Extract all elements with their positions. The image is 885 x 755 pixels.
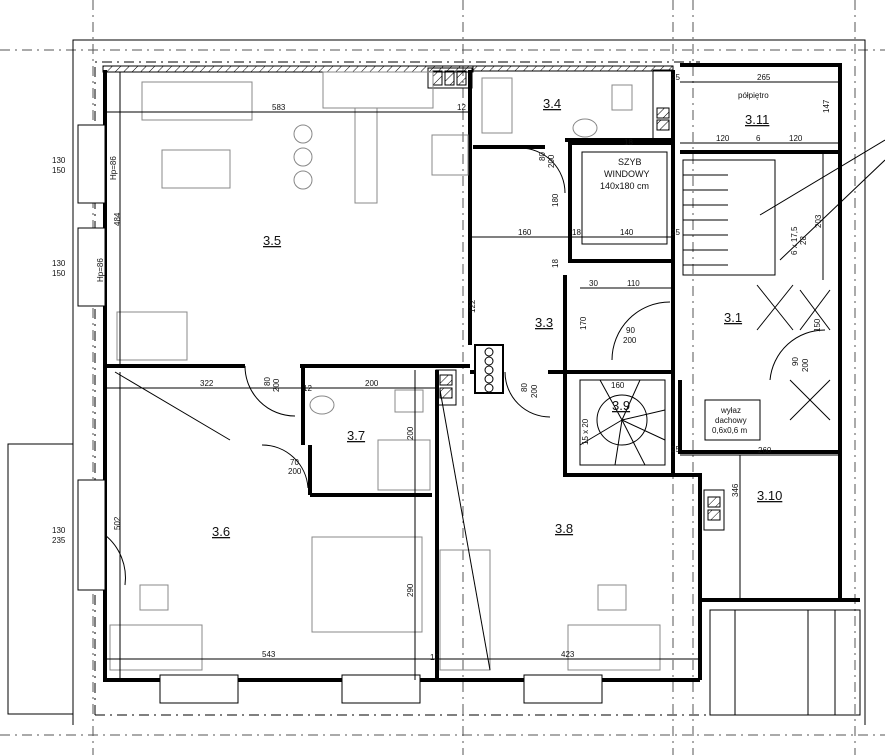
dim-30: 30 <box>589 279 598 288</box>
dimension-lines <box>105 72 840 680</box>
dim-160: 160 <box>518 228 532 237</box>
door-4-width: 80 <box>520 383 529 392</box>
stairs-spiral-label: 15 x 20 <box>581 418 590 445</box>
roof-exit-label-1: wyłaz <box>720 406 741 415</box>
door-5-height: 200 <box>623 336 637 345</box>
dim-203: 203 <box>814 214 823 228</box>
door-6-height: 200 <box>801 358 810 372</box>
roof-exit <box>704 399 761 441</box>
dim-484: 484 <box>113 212 122 226</box>
dim-502: 502 <box>113 516 122 530</box>
dim-6: 6 <box>756 134 761 143</box>
window-235: 235 <box>52 536 66 545</box>
dim-583: 583 <box>272 103 286 112</box>
window-130c: 130 <box>52 526 66 535</box>
room-3-7: 3.7 <box>347 428 365 443</box>
dim-260: 260 <box>758 446 772 455</box>
roof-exit-size: 0,6x0,6 m <box>712 426 747 435</box>
window-130a: 130 <box>52 156 66 165</box>
dim-290: 290 <box>406 583 415 597</box>
room-3-11: 3.11 <box>745 112 769 127</box>
room-labels: 3.5 3.4 3.3 3.1 3.11 3.7 3.9 3.6 3.8 3.1… <box>212 96 782 539</box>
dim-12a: 12 <box>457 103 466 112</box>
dim-122: 122 <box>468 299 477 313</box>
dim-18a: 18 <box>624 138 633 147</box>
dim-18c: 18 <box>551 259 560 268</box>
door-7-width: 150 <box>813 318 822 332</box>
room-3-9: 3.9 <box>612 398 630 413</box>
shaft-label-2: WINDOWY <box>604 169 650 179</box>
dim-543: 543 <box>262 650 276 659</box>
dimension-values: 583 484 322 200 200 502 543 290 423 160 … <box>52 73 831 662</box>
room-3-8: 3.8 <box>555 521 573 536</box>
window-hp-1: Hp=86 <box>109 156 118 180</box>
doors <box>104 147 826 586</box>
cross-hatches <box>114 284 831 671</box>
door-1-width: 80 <box>263 377 272 386</box>
door-2-width: 80 <box>538 152 547 161</box>
dim-25b: 25 <box>671 228 680 237</box>
door-3-height: 200 <box>288 467 302 476</box>
door-5-width: 90 <box>626 326 635 335</box>
dim-12b: 12 <box>303 384 312 393</box>
dim-12c: 12 <box>430 653 439 662</box>
dim-25c: 25 <box>671 445 680 454</box>
dim-423: 423 <box>561 650 575 659</box>
window-150b: 150 <box>52 269 66 278</box>
dim-200b: 200 <box>406 426 415 440</box>
door-1-height: 200 <box>272 378 281 392</box>
dim-180: 180 <box>551 193 560 207</box>
dim-170: 170 <box>579 316 588 330</box>
door-4-height: 200 <box>530 384 539 398</box>
room-3-1: 3.1 <box>724 310 742 325</box>
roof-exit-label-2: dachowy <box>715 416 747 425</box>
window-hp-2: Hp=86 <box>96 258 105 282</box>
stairs-top-label: 6 x 17,5 <box>790 226 799 255</box>
dim-120b: 120 <box>789 134 803 143</box>
room-3-10: 3.10 <box>757 488 782 503</box>
door-sizes: 80 200 80 200 70 200 80 200 90 200 90 20… <box>263 152 822 476</box>
room-3-5: 3.5 <box>263 233 281 248</box>
room-3-3: 3.3 <box>535 315 553 330</box>
door-3-width: 70 <box>290 458 299 467</box>
dim-18b: 18 <box>572 228 581 237</box>
dim-200: 200 <box>365 379 379 388</box>
annotations: SZYB WINDOWY 140x180 cm półpiętro wyłaz … <box>96 91 808 445</box>
landing-label: półpiętro <box>738 91 769 100</box>
dim-110: 110 <box>627 279 640 288</box>
building-outline <box>7 39 866 725</box>
door-2-height: 200 <box>547 154 556 168</box>
room-3-4: 3.4 <box>543 96 561 111</box>
dim-322: 322 <box>200 379 214 388</box>
dim-25a: 25 <box>671 73 680 82</box>
shaft-label-1: SZYB <box>618 157 642 167</box>
dim-147: 147 <box>822 99 831 113</box>
window-150a: 150 <box>52 166 66 175</box>
stairs-top-label-b: 28 <box>799 236 808 245</box>
dim-265: 265 <box>757 73 771 82</box>
door-6-width: 90 <box>791 357 800 366</box>
dim-346: 346 <box>731 483 740 497</box>
dim-120a: 120 <box>716 134 730 143</box>
window-130b: 130 <box>52 259 66 268</box>
furniture <box>109 71 661 671</box>
dim-160b: 160 <box>611 381 625 390</box>
shaft-size: 140x180 cm <box>600 181 649 191</box>
room-3-6: 3.6 <box>212 524 230 539</box>
walls <box>77 63 860 704</box>
dim-140: 140 <box>620 228 634 237</box>
